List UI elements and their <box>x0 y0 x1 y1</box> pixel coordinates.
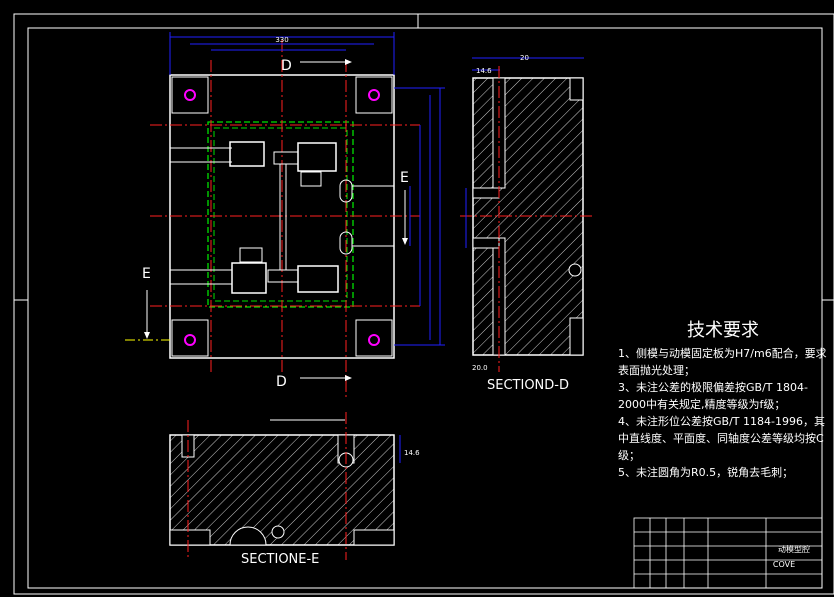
plan-view <box>150 40 420 400</box>
dim-20: 20 <box>520 54 529 62</box>
section-d-view: 14.6 20 20.0 SECTIOND-D <box>460 54 595 393</box>
section-mark-right: E <box>400 170 409 186</box>
technical-requirements: 技术要求 1、侧模与动模固定板为H7/m6配合，要求表面抛光处理； 3、未注公差… <box>618 322 828 481</box>
section-d-caption: SECTIOND-D <box>487 378 569 393</box>
company-name: COVE <box>773 560 795 569</box>
tech-item: 5、未注圆角为R0.5，锐角去毛刺； <box>618 466 794 479</box>
svg-text:330: 330 <box>275 36 288 44</box>
tech-item: 3、未注公差的极限偏差按GB/T 1804-2000中有关规定,精度等级为f级； <box>618 381 808 411</box>
dim-e-14-6: 14.6 <box>404 449 420 457</box>
dim-20-0: 20.0 <box>472 364 488 372</box>
section-mark-left: E <box>142 266 151 282</box>
dim-14-6: 14.6 <box>476 67 492 75</box>
guide-hole-icon <box>368 89 380 101</box>
inner-frame <box>27 27 823 589</box>
section-mark-bottom: D <box>276 374 287 390</box>
tech-item: 4、未注形位公差按GB/T 1184-1996，其中直线度、平面度、同轴度公差等… <box>618 415 825 462</box>
section-e-view: 14.6 SECTIONE-E <box>169 412 420 567</box>
guide-hole-icon <box>184 89 196 101</box>
tech-item: 1、侧模与动模固定板为H7/m6配合，要求表面抛光处理； <box>618 347 827 377</box>
section-markers: D D E E <box>125 58 409 390</box>
section-e-caption: SECTIONE-E <box>241 552 319 567</box>
section-mark-top: D <box>281 58 292 74</box>
tech-title: 技术要求 <box>687 320 759 341</box>
outer-frame <box>13 13 834 595</box>
part-name: 动模型腔 <box>778 544 810 554</box>
title-block <box>633 517 823 589</box>
guide-hole-icon <box>368 334 380 346</box>
dimensions <box>169 32 445 346</box>
guide-hole-icon <box>184 334 196 346</box>
